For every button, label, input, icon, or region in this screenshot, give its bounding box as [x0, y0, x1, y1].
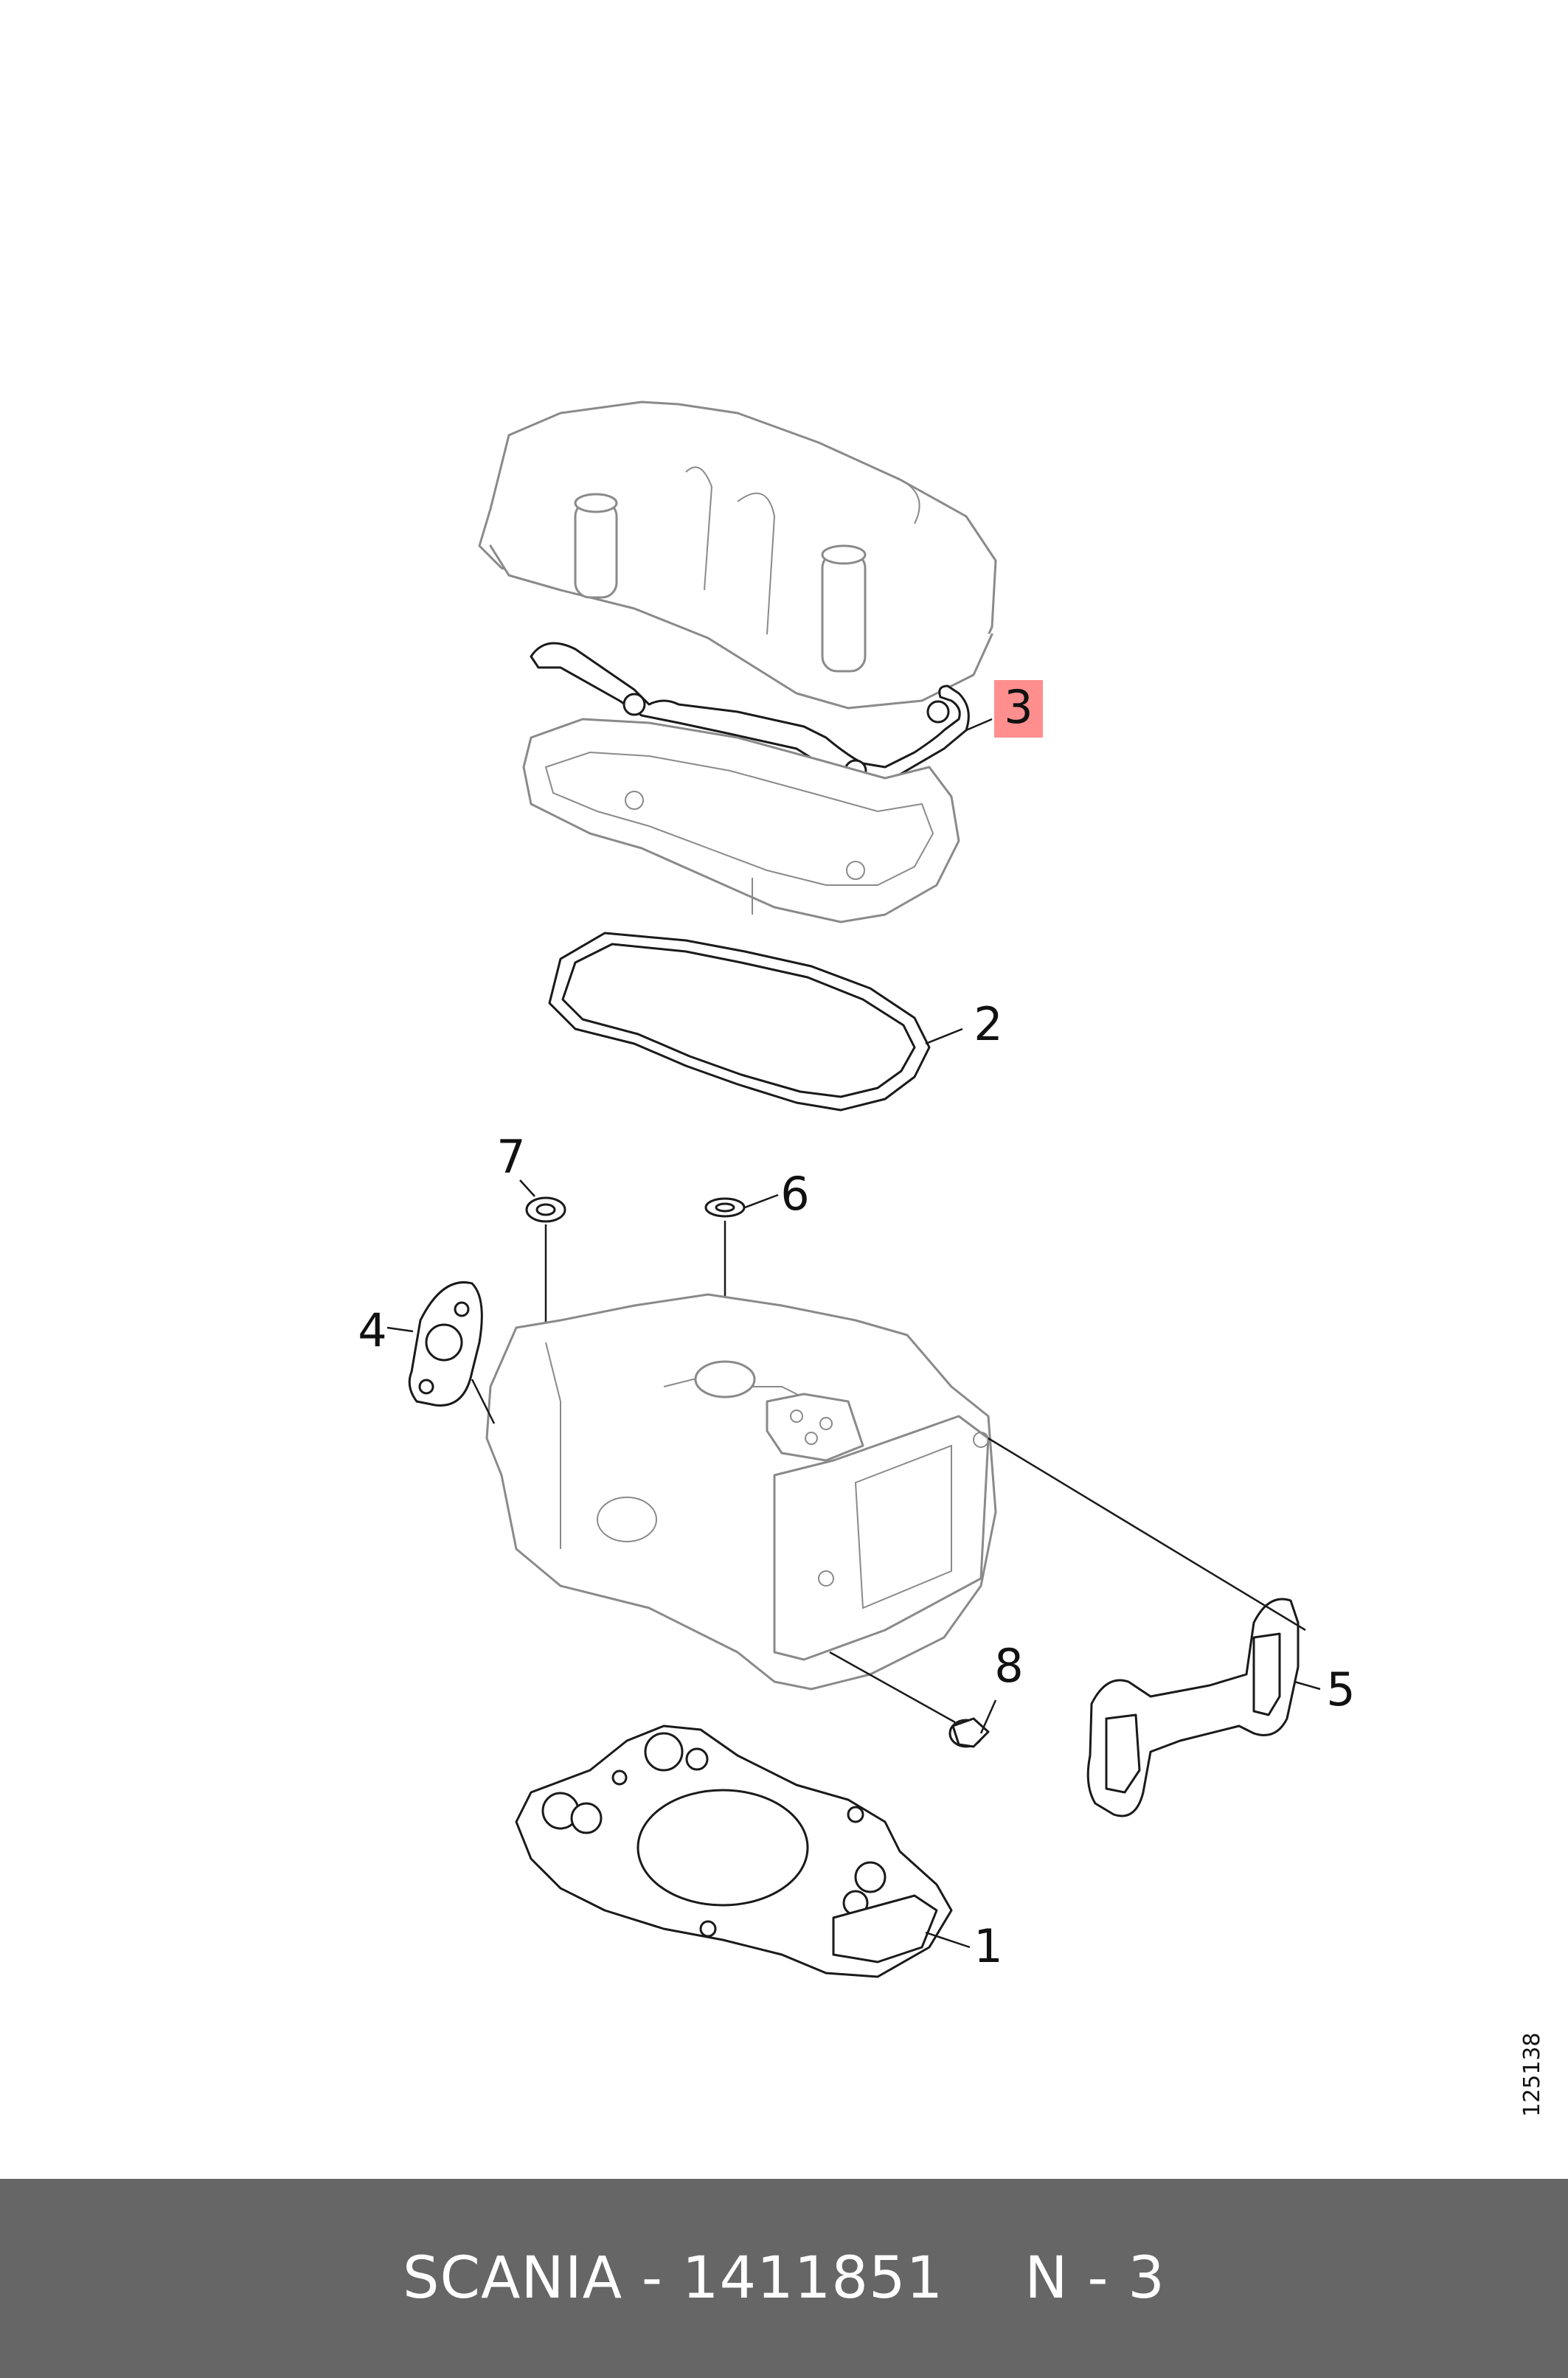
- callout-leaders: [386, 718, 1321, 1949]
- valve-cover: [478, 401, 997, 710]
- cylinder-head: [485, 1293, 997, 1691]
- footer-position: N - 3: [1024, 2245, 1165, 2312]
- callout-4: 4: [358, 1303, 386, 1357]
- exploded-parts-diagram: 3 2 7 6 4 8 5 1: [358, 401, 1356, 1978]
- callout-3: 3: [1004, 680, 1033, 734]
- part-4-flange-gasket: [408, 1281, 496, 1424]
- callout-2: 2: [974, 997, 1002, 1051]
- part-5-manifold-gasket: [988, 1437, 1306, 1817]
- callout-7: 7: [496, 1130, 525, 1184]
- callout-highlight: [994, 680, 1043, 738]
- part-6-oring: [704, 1197, 746, 1365]
- part-7-washer: [525, 1196, 566, 1335]
- callout-8: 8: [994, 1639, 1023, 1693]
- cover-frame: [522, 718, 960, 923]
- callout-labels: 3 2 7 6 4 8 5 1: [358, 680, 1356, 1973]
- callout-5: 5: [1326, 1663, 1355, 1716]
- callout-6: 6: [780, 1167, 809, 1221]
- document-number: 125138: [1519, 2032, 1545, 2117]
- part-1-head-gasket: [515, 1724, 953, 1978]
- callout-1: 1: [974, 1919, 1002, 1973]
- footer-bar: SCANIA - 1411851 N - 3: [0, 2179, 1568, 2378]
- part-2-gasket: [548, 932, 931, 1112]
- part-8-plug: [829, 1651, 990, 1748]
- footer-text: SCANIA - 1411851 N - 3: [0, 2179, 1568, 2378]
- footer-part-number: SCANIA - 1411851: [403, 2245, 944, 2312]
